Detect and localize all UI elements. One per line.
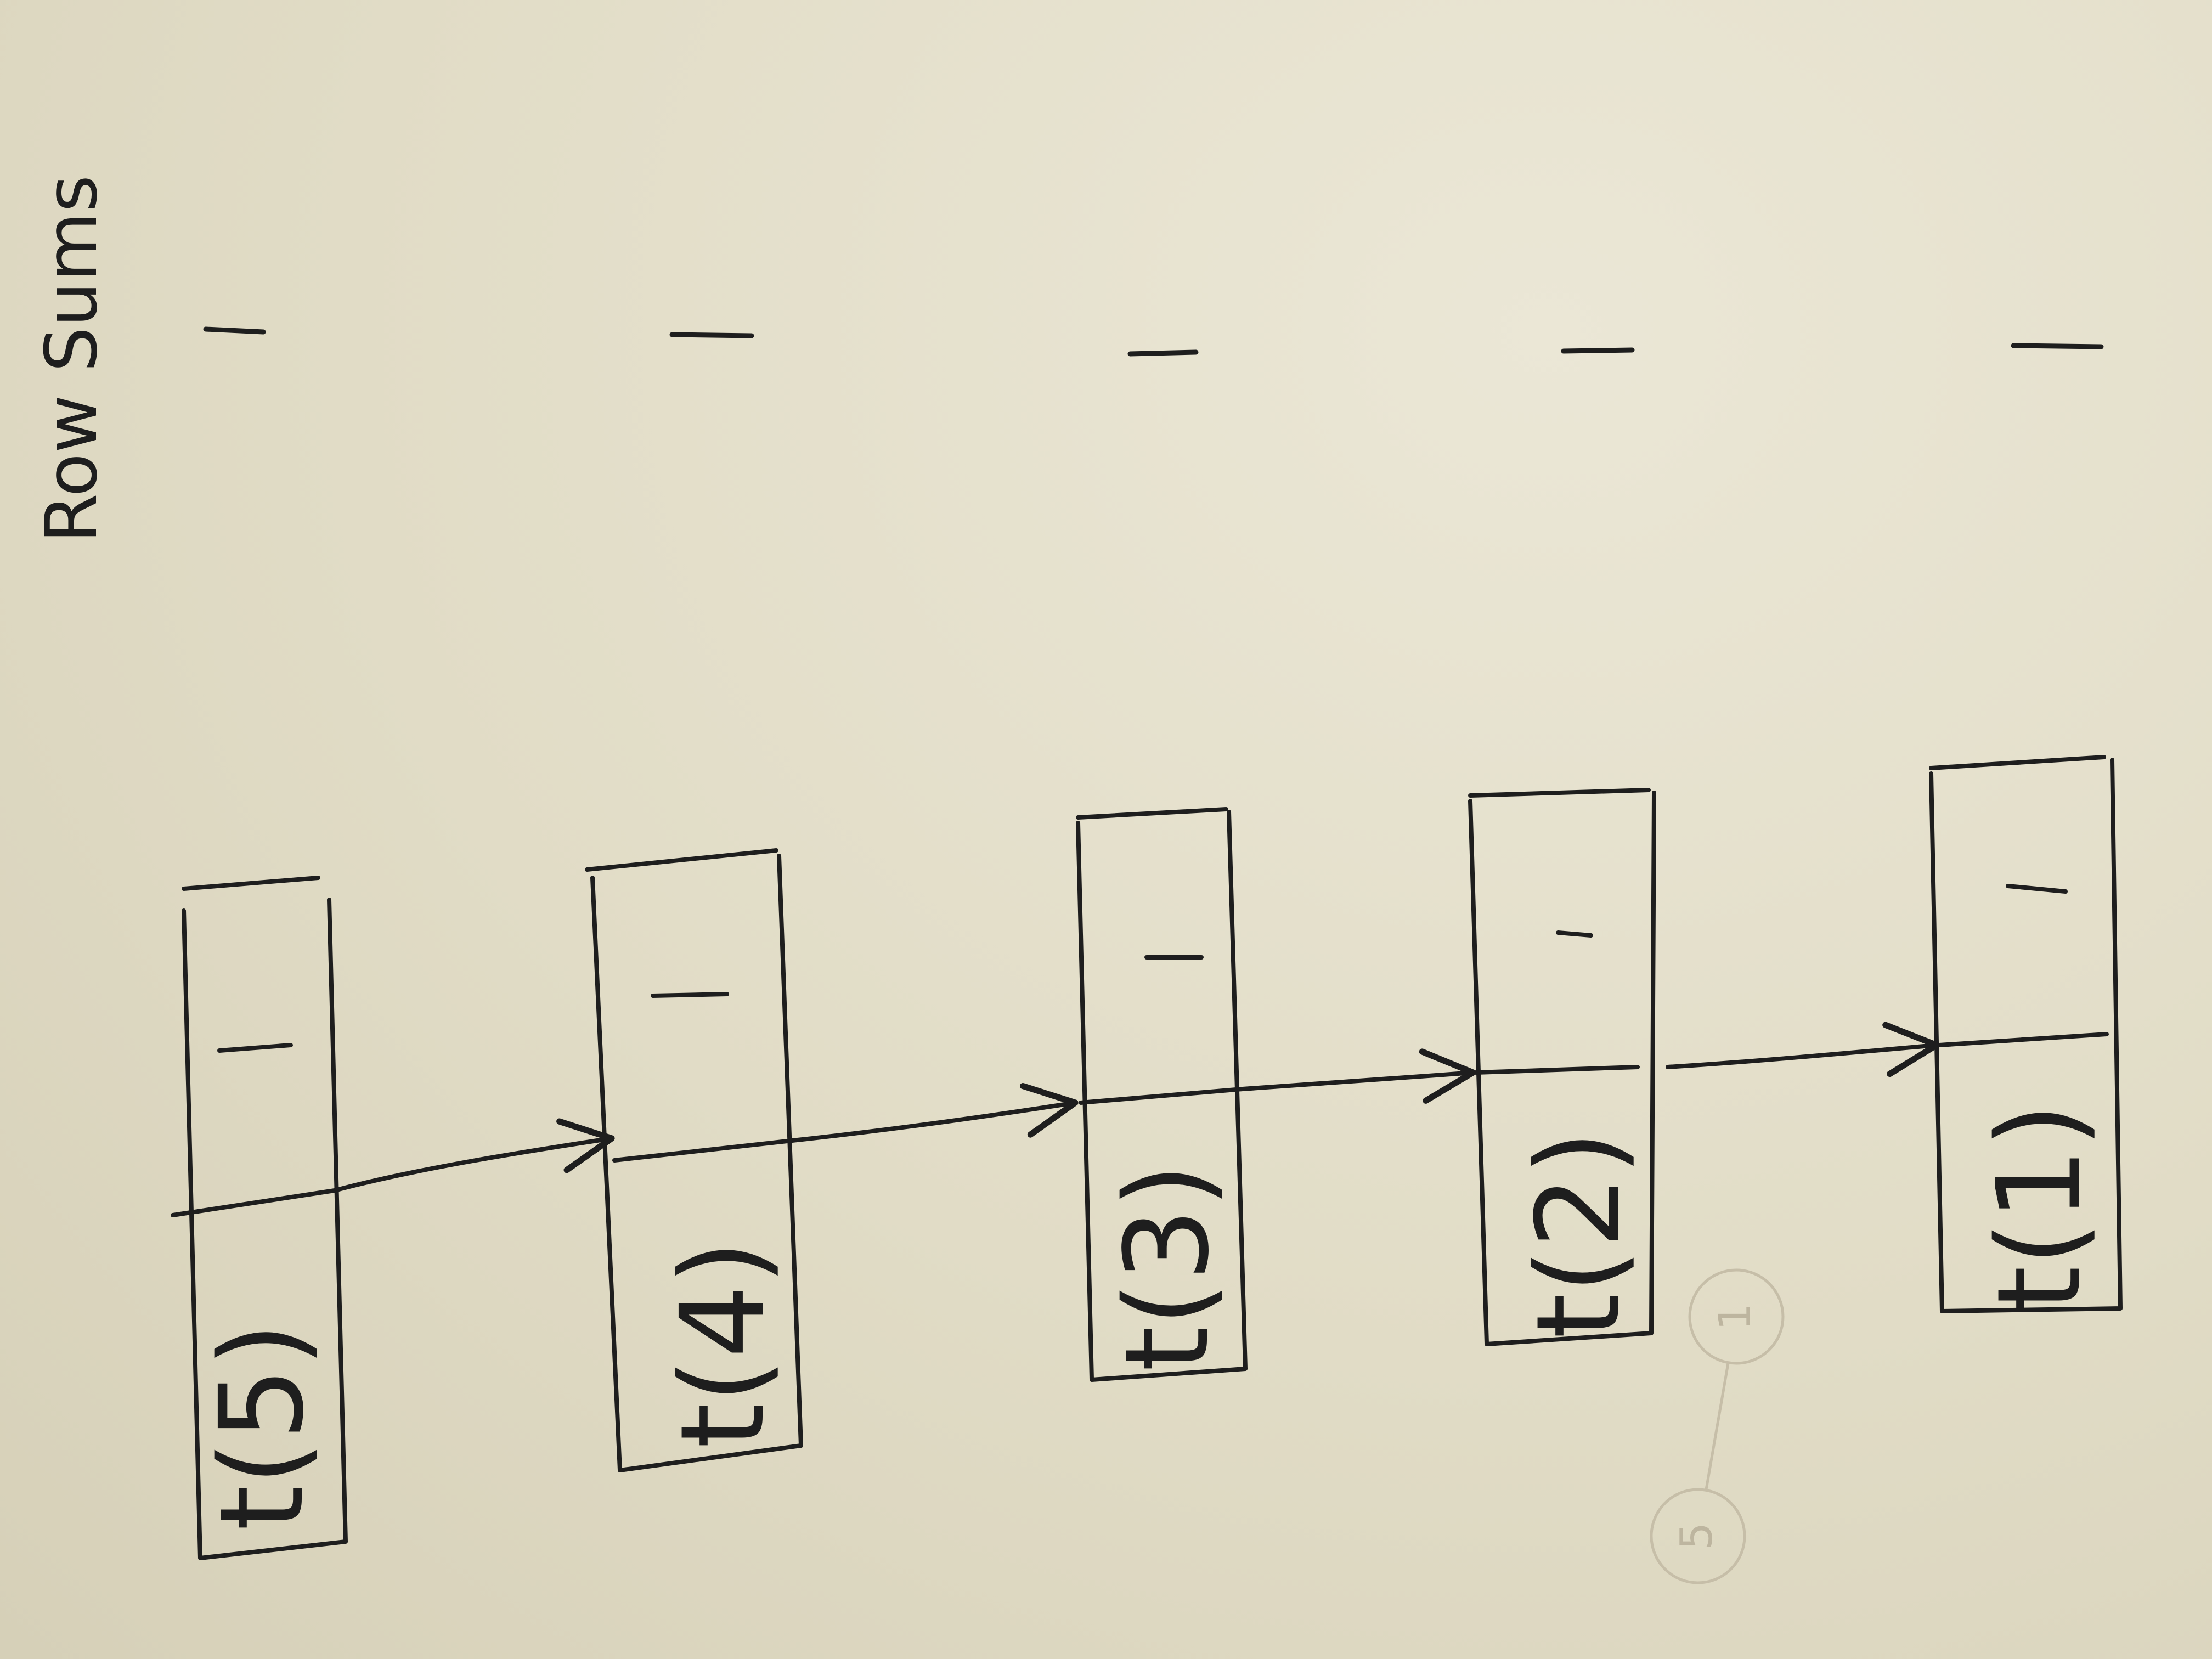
box-t2: t(2) xyxy=(1468,788,1656,1346)
faint-node-1-label: 1 xyxy=(1709,1303,1760,1331)
box-divider xyxy=(1079,1087,1245,1105)
box-divider xyxy=(171,1188,337,1217)
box-value-mark xyxy=(1556,930,1593,938)
row-sum-mark-2 xyxy=(669,332,754,338)
box-divider xyxy=(612,1139,789,1163)
box-t5: t(5) xyxy=(171,876,348,1560)
faint-node-2-label: 5 xyxy=(1671,1522,1722,1550)
box-t3: t(3) xyxy=(1076,807,1248,1382)
arrow-t5-to-t4 xyxy=(332,1118,615,1193)
row-sum-mark-3 xyxy=(1127,349,1199,357)
box-outline xyxy=(182,876,348,1560)
row-sum-mark-4 xyxy=(1561,347,1635,354)
box-label: t(5) xyxy=(195,1322,329,1531)
arrow-t2-to-t1 xyxy=(1666,1022,1940,1077)
faint-node-2 xyxy=(1650,1488,1746,1584)
arrow-t4-to-t3 xyxy=(785,1082,1079,1143)
row-sums-column xyxy=(203,326,2104,357)
faint-edge xyxy=(1705,1363,1730,1490)
box-outline xyxy=(585,848,803,1472)
heading-row-sums: Row Sums xyxy=(30,175,113,543)
box-divider xyxy=(1474,1065,1640,1075)
faint-nodes: 1 5 xyxy=(1650,1268,1785,1584)
box-label: t(1) xyxy=(1972,1103,2107,1311)
arrow-t3-to-t2 xyxy=(1240,1048,1476,1104)
box-value-mark xyxy=(651,992,729,998)
box-label: t(3) xyxy=(1100,1163,1234,1372)
flow-arrows xyxy=(332,1022,1940,1193)
row-sum-mark-1 xyxy=(203,326,266,335)
box-label: t(2) xyxy=(1511,1130,1646,1339)
box-value-mark xyxy=(2006,884,2068,894)
box-t4: t(4) xyxy=(585,848,803,1472)
row-sum-mark-5 xyxy=(2011,343,2104,349)
box-label: t(4) xyxy=(656,1240,790,1448)
box-value-mark xyxy=(217,1043,293,1053)
faint-node-1 xyxy=(1688,1268,1785,1365)
box-divider xyxy=(1937,1032,2109,1047)
box-t1: t(1) xyxy=(1929,755,2123,1313)
